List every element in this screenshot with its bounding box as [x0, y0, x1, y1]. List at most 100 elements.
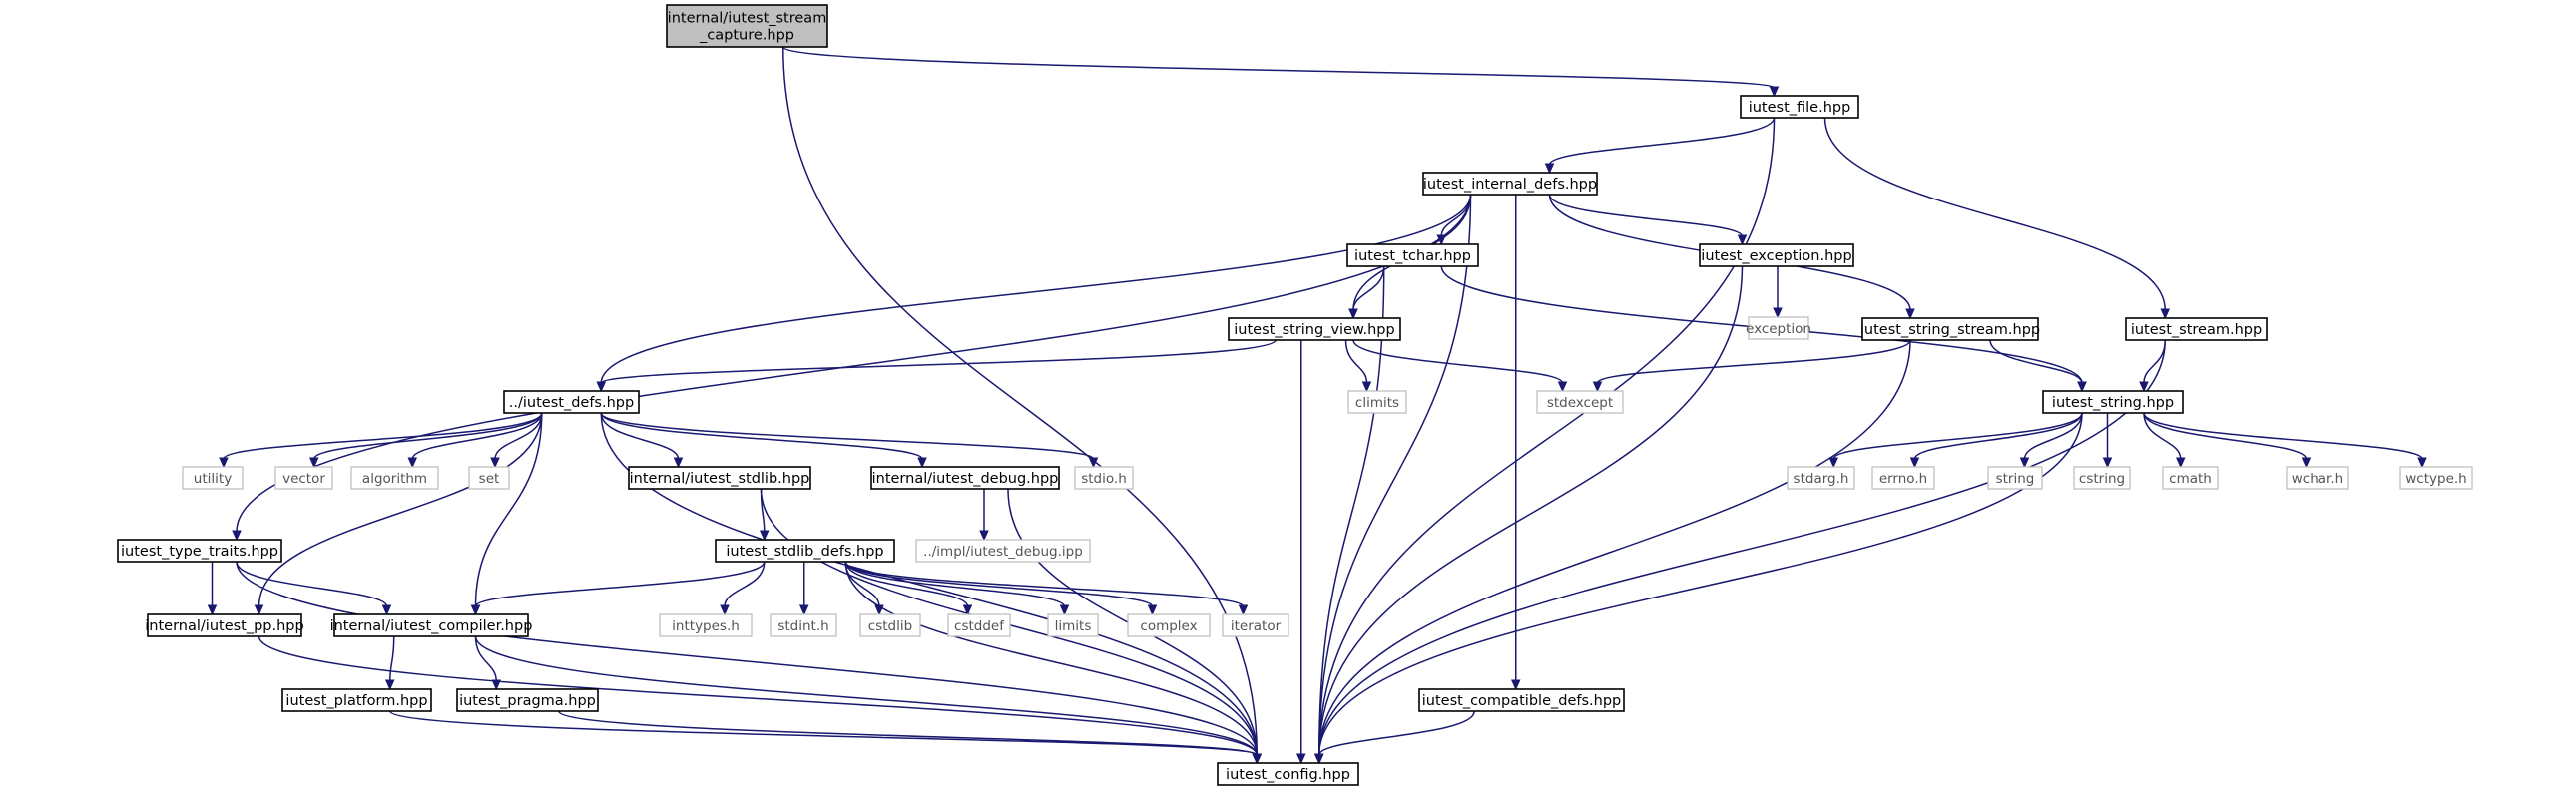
node-pragma[interactable]: iutest_pragma.hpp	[456, 688, 599, 712]
edge-line	[1318, 194, 1472, 756]
node-set: set	[468, 466, 510, 490]
edge-stdlib_defs-to-limits	[844, 561, 1070, 616]
node-tchar[interactable]: iutest_tchar.hpp	[1346, 243, 1479, 267]
edge-exception_hpp-to-exception	[1773, 266, 1783, 319]
edge-arrowhead	[1238, 604, 1249, 616]
edge-line	[1318, 339, 2166, 756]
node-errno: errno.h	[1871, 466, 1935, 490]
edge-arrowhead	[1295, 753, 1306, 765]
node-iterator: iterator	[1222, 613, 1289, 637]
node-cstdlib: cstdlib	[859, 613, 921, 637]
node-label: iutest_type_traits.hpp	[121, 544, 278, 560]
edge-stdlib_defs-to-cstddef	[844, 561, 973, 616]
node-config[interactable]: iutest_config.hpp	[1217, 762, 1359, 786]
node-debug[interactable]: internal/iutest_debug.hpp	[870, 466, 1060, 490]
node-label: stdint.h	[777, 618, 828, 634]
edge-arrowhead	[979, 530, 989, 542]
edge-arrowhead	[1773, 307, 1783, 319]
node-label: set	[479, 471, 500, 487]
edge-arrowhead	[491, 679, 502, 691]
node-limits: limits	[1047, 613, 1099, 637]
node-label: iutest_config.hpp	[1226, 767, 1350, 783]
edge-line	[389, 635, 395, 682]
edge-compiler-to-pragma	[474, 635, 502, 691]
node-exception-hpp[interactable]: iutest_exception.hpp	[1699, 243, 1854, 267]
node-label: internal/iutest_stream	[668, 11, 827, 27]
node-stdlib[interactable]: internal/iutest_stdlib.hpp	[628, 466, 811, 490]
edge-line	[236, 561, 1258, 756]
node-compiler[interactable]: internal/iutest_compiler.hpp	[330, 613, 533, 637]
node-stream[interactable]: iutest_stream.hpp	[2125, 317, 2268, 341]
edge-string-to-cstring	[2102, 413, 2113, 469]
node-box	[350, 466, 439, 490]
node-box	[1418, 688, 1625, 712]
node-box	[2399, 466, 2473, 490]
node-label: climits	[1355, 395, 1399, 411]
edge-arrowhead	[1361, 381, 1372, 393]
node-string-view[interactable]: iutest_string_view.hpp	[1228, 317, 1401, 341]
edge-string-to-errno	[1909, 412, 2083, 469]
node-label: stdio.h	[1081, 471, 1127, 487]
node-std-string: string	[1987, 466, 2043, 490]
edge-defs-to-set	[490, 412, 543, 469]
edge-line	[1548, 117, 1776, 166]
node-type-traits[interactable]: iutest_type_traits.hpp	[117, 539, 282, 563]
edge-arrowhead	[1252, 753, 1263, 765]
node-string-stream[interactable]: iutest_string_stream.hpp	[1860, 317, 2040, 341]
node-box	[1422, 172, 1598, 196]
edge-arrowhead	[1557, 381, 1568, 393]
edge-line	[1352, 265, 1385, 311]
node-box	[770, 613, 837, 637]
node-complex: complex	[1127, 613, 1211, 637]
edge-line	[1344, 339, 1368, 384]
node-label: cstring	[2079, 471, 2125, 487]
edge-arrowhead	[2301, 457, 2312, 469]
node-label: iutest_file.hpp	[1749, 100, 1851, 116]
edge-string-to-wchar	[2143, 412, 2312, 469]
edge-string-to-cmath	[2143, 412, 2186, 469]
edge-type_traits-to-config	[236, 561, 1263, 765]
node-label: errno.h	[1879, 471, 1927, 487]
node-string[interactable]: iutest_string.hpp	[2042, 390, 2184, 414]
edge-arrowhead	[254, 604, 264, 616]
node-label: inttypes.h	[672, 618, 740, 634]
edge-arrowhead	[1909, 457, 1920, 469]
node-defs[interactable]: ../iutest_defs.hpp	[503, 390, 640, 414]
edge-line	[600, 412, 680, 460]
edge-defs-to-debug	[600, 412, 927, 469]
edge-line	[1596, 339, 1911, 384]
edge-tchar-to-string_view	[1348, 265, 1385, 320]
edge-arrowhead	[720, 604, 730, 616]
node-internal-defs[interactable]: iutest_internal_defs.hpp	[1422, 172, 1598, 196]
edge-string_stream-to-string	[1989, 339, 2087, 393]
node-label: algorithm	[362, 471, 427, 487]
edge-pragma-to-config	[558, 710, 1263, 765]
node-label: iutest_stream.hpp	[2131, 322, 2262, 338]
edge-defs-to-stdlib	[600, 412, 684, 469]
edge-line	[474, 635, 1258, 756]
edge-line	[258, 412, 543, 607]
node-label: vector	[282, 471, 325, 487]
edge-line	[844, 561, 1154, 607]
node-file[interactable]: iutest_file.hpp	[1740, 95, 1859, 119]
edge-line	[389, 710, 1258, 756]
edge-arrowhead	[219, 457, 229, 469]
node-label: iutest_internal_defs.hpp	[1423, 177, 1597, 193]
node-box	[915, 539, 1091, 563]
edge-line	[258, 635, 1258, 756]
edge-arrowhead	[2077, 381, 2087, 393]
edge-line	[844, 561, 1066, 607]
node-box	[666, 4, 828, 48]
edge-arrowhead	[1147, 604, 1158, 616]
edge-line	[1352, 339, 1564, 384]
node-label: iutest_string_view.hpp	[1234, 322, 1394, 338]
edge-string_view-to-defs	[596, 339, 1277, 393]
edge-line	[1548, 194, 1744, 237]
node-platform[interactable]: iutest_platform.hpp	[281, 688, 432, 712]
node-box	[503, 390, 640, 414]
node-box	[456, 688, 599, 712]
node-compatible[interactable]: iutest_compatible_defs.hpp	[1418, 688, 1625, 712]
edge-line	[474, 635, 497, 682]
node-pp[interactable]: internal/iutest_pp.hpp	[145, 613, 304, 637]
node-stdlib-defs[interactable]: iutest_stdlib_defs.hpp	[715, 539, 895, 563]
